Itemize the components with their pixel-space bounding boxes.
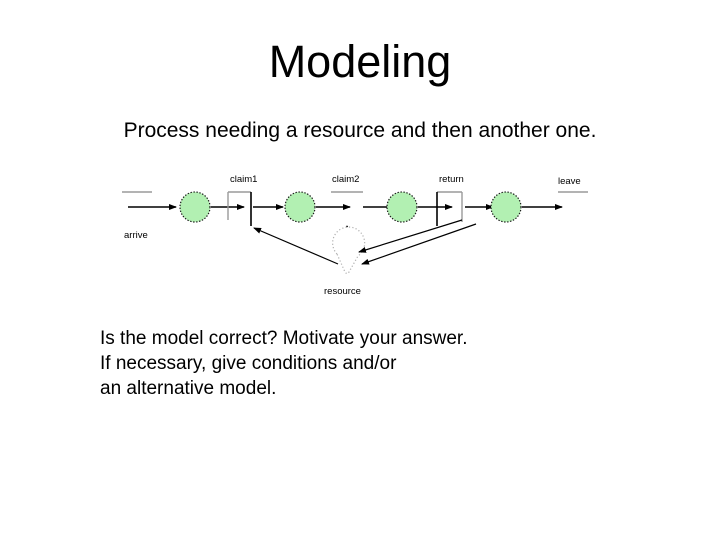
question-text-block: Is the model correct? Motivate your answ… xyxy=(100,326,660,401)
label-claim2: claim2 xyxy=(332,174,359,185)
diagram-petri-net: arrive claim1 claim2 xyxy=(110,160,610,310)
arc-resource-to-claim1 xyxy=(253,227,339,265)
place-holding-resource1 xyxy=(284,191,316,223)
slide-subtitle: Process needing a resource and then anot… xyxy=(123,119,597,142)
place-resource xyxy=(332,226,366,275)
label-return: return xyxy=(439,174,464,185)
place-holding-resource2 xyxy=(386,191,418,223)
label-resource: resource xyxy=(324,286,361,297)
page-title: Modeling xyxy=(268,36,452,87)
arc-return-to-resource-a xyxy=(358,219,463,253)
question-line-1: Is the model correct? Motivate your answ… xyxy=(100,328,468,349)
question-line-2: If necessary, give conditions and/or xyxy=(100,353,397,374)
label-arrive: arrive xyxy=(124,230,148,241)
label-claim1: claim1 xyxy=(230,174,257,185)
question-line-3: an alternative model. xyxy=(100,378,277,399)
label-leave: leave xyxy=(558,176,581,187)
arc-return-to-resource-b xyxy=(361,223,477,265)
place-after-return xyxy=(490,191,522,223)
place-after-arrive xyxy=(179,191,211,223)
